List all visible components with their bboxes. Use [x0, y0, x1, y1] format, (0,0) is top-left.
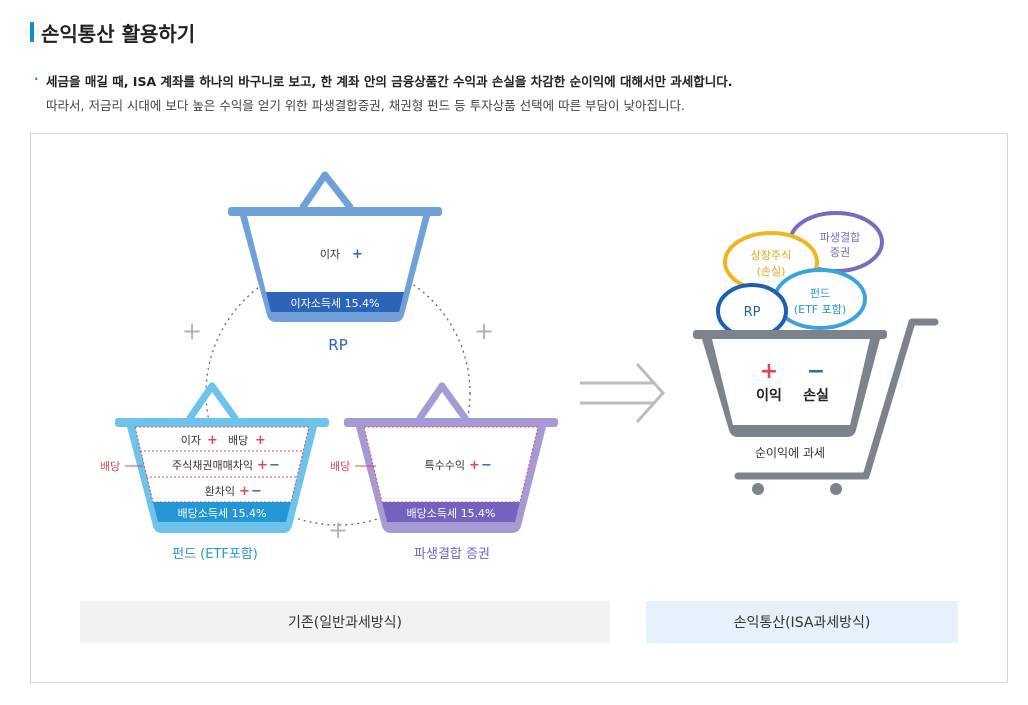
page-title: 손익통산 활용하기	[41, 22, 196, 46]
fund-label: 펀드 (ETF포함)	[172, 547, 258, 562]
cart-wheel-left	[752, 483, 764, 495]
fund-basket-rim	[115, 418, 329, 427]
rp-tax-band	[266, 292, 404, 312]
title-accent-bar	[30, 22, 34, 42]
fund-tax-band	[153, 502, 291, 522]
svg-text:(손실): (손실)	[757, 265, 786, 278]
fund-row-fx-gain: 환차익	[205, 485, 235, 498]
svg-text:증권: 증권	[830, 246, 850, 259]
derivative-basket-inner	[364, 427, 538, 502]
svg-text:+: +	[255, 433, 266, 448]
rp-basket-handle-right	[321, 171, 354, 211]
fund-row-capital-gain: 주식채권매매차익	[172, 459, 253, 472]
caption-right-box	[646, 601, 958, 643]
profit-plus-icon: +	[760, 359, 778, 384]
fund-row-dividend: 배당	[228, 434, 248, 447]
fund-basket: 이자 + 배당 + 주식채권매매차익 + − 환차익 + − 배당소득세 15.…	[115, 382, 329, 533]
cart-wheel-right	[830, 483, 842, 495]
profit-label: 이익	[756, 387, 782, 404]
rp-label: RP	[328, 336, 347, 354]
rp-plus-sign: +	[352, 247, 363, 262]
loss-label: 손실	[803, 388, 829, 404]
svg-text:+: +	[207, 433, 218, 448]
derivative-side-label: 배당	[330, 460, 350, 473]
svg-text:펀드: 펀드	[810, 287, 830, 300]
plus-icon-right: +	[474, 317, 494, 345]
isa-bubbles: 파생결합 증권 상장주식 (손실) 펀드 (ETF 포함) RP	[716, 211, 884, 339]
derivative-basket-rim	[344, 418, 558, 427]
rp-item-label: 이자	[320, 248, 340, 261]
svg-text:RP: RP	[744, 305, 761, 320]
fund-row-interest: 이자	[181, 434, 201, 447]
diagram-panel	[30, 133, 1008, 683]
svg-text:상장주식: 상장주식	[751, 249, 791, 262]
svg-text:+: +	[239, 484, 250, 499]
double-arrow-icon	[580, 362, 666, 424]
rp-basket: 이자 + 이자소득세 15.4%	[228, 171, 442, 322]
rp-tax-label: 이자소득세 15.4%	[290, 297, 379, 310]
plus-icon-bottom: +	[328, 516, 348, 544]
rp-basket-handle-left	[299, 171, 329, 211]
derivative-tax-band	[382, 502, 520, 522]
svg-text:+: +	[469, 458, 480, 473]
derivative-tax-label: 배당소득세 15.4%	[406, 507, 495, 520]
rp-basket-inner	[247, 216, 423, 292]
plus-icon-left: +	[182, 317, 202, 345]
svg-text:파생결합: 파생결합	[820, 231, 860, 244]
derivative-row-special-gain: 특수수익	[425, 459, 465, 472]
cart-bottom-label: 순이익에 과세	[755, 446, 825, 460]
fund-tax-label: 배당소득세 15.4%	[177, 507, 266, 520]
bullet-marker: ·	[34, 72, 39, 86]
svg-text:−: −	[481, 458, 492, 473]
svg-text:−: −	[251, 484, 262, 499]
caption-left: 기존(일반과세방식)	[288, 615, 402, 631]
fund-basket-inner	[135, 427, 309, 502]
caption-right: 손익통산(ISA과세방식)	[734, 615, 871, 631]
fund-side-label: 배당	[100, 460, 120, 473]
loss-minus-icon: −	[807, 359, 825, 384]
rp-basket-rim	[228, 207, 442, 216]
svg-text:−: −	[269, 458, 280, 473]
description-line-2: 따라서, 저금리 시대에 보다 높은 수익을 얻기 위한 파생결합증권, 채권형…	[46, 98, 685, 113]
cart-icon: + − 이익 손실 순이익에 과세	[693, 318, 939, 495]
description-line-1: 세금을 매길 때, ISA 계좌를 하나의 바구니로 보고, 한 계좌 안의 금…	[46, 74, 733, 89]
svg-text:(ETF 포함): (ETF 포함)	[794, 303, 846, 316]
svg-text:+: +	[257, 458, 268, 473]
caption-left-box	[80, 601, 610, 643]
derivative-label: 파생결합 증권	[414, 547, 490, 562]
derivative-basket: 특수수익 + − 배당소득세 15.4%	[344, 382, 558, 533]
